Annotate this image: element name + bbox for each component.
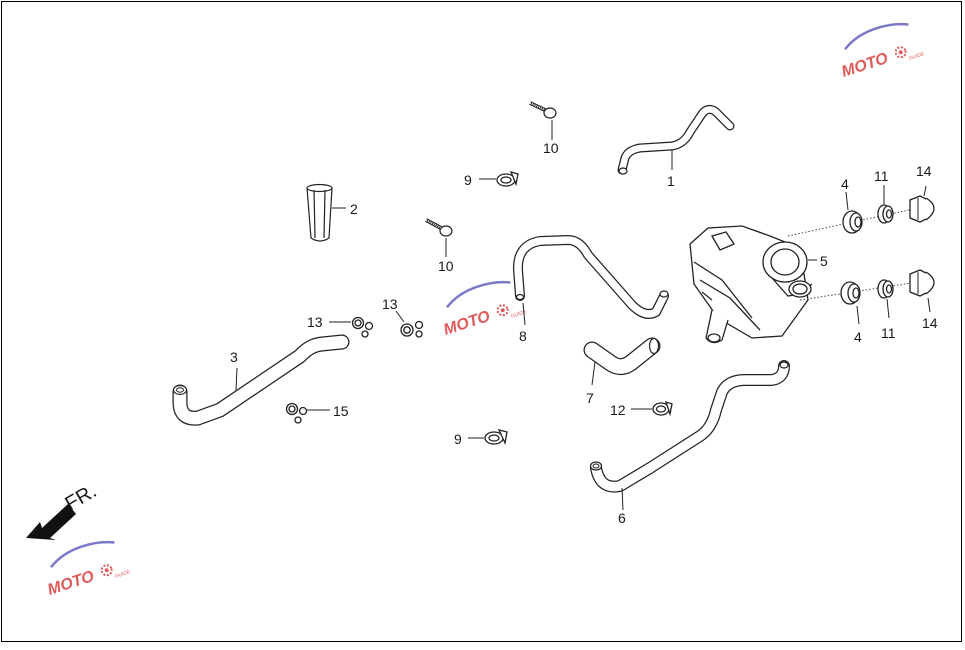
callout-4-top: 4 — [841, 176, 849, 192]
part-8-hose — [512, 235, 669, 326]
callout-6: 6 — [618, 510, 626, 526]
part-5-pump — [689, 225, 817, 344]
callout-14-bottom: 14 — [922, 315, 938, 331]
watermark-bottom-left: MOTO GUIDE — [46, 540, 132, 599]
callout-1: 1 — [667, 173, 675, 189]
part-11-washer-bottom — [877, 279, 894, 319]
part-9-clamp-bottom — [468, 429, 508, 446]
callout-15: 15 — [333, 403, 349, 419]
svg-text:MOTO: MOTO — [442, 308, 493, 339]
part-10-bolt-center — [425, 218, 453, 257]
part-4-washer-bottom — [840, 281, 861, 325]
part-2-sleeve — [306, 183, 346, 242]
callout-7: 7 — [586, 390, 594, 406]
part-3-hose — [172, 334, 350, 426]
part-12-clamp — [631, 400, 673, 417]
callout-9-bottom: 9 — [454, 431, 462, 447]
part-9-clamp-top — [479, 171, 519, 187]
part-14-capnut-top — [909, 185, 935, 223]
svg-text:MOTO: MOTO — [840, 50, 891, 81]
callout-14-top: 14 — [916, 163, 932, 179]
callout-5: 5 — [820, 253, 828, 269]
callout-11-bottom: 11 — [881, 325, 896, 341]
part-11-washer-top — [877, 185, 894, 224]
part-7-hose — [583, 337, 661, 386]
callout-3: 3 — [230, 349, 238, 365]
callout-10-center: 10 — [438, 258, 454, 274]
part-6-hose — [589, 360, 790, 511]
part-13-orings-center — [395, 310, 424, 338]
front-direction-arrow — [26, 504, 76, 540]
callout-2: 2 — [350, 201, 358, 217]
callout-9-top: 9 — [464, 172, 472, 188]
callout-8: 8 — [519, 328, 527, 344]
part-10-bolt-top — [529, 101, 557, 140]
svg-text:GUIDE: GUIDE — [510, 309, 528, 320]
part-14-capnut-bottom — [909, 269, 935, 313]
callout-13-left: 13 — [307, 314, 323, 330]
part-13-orings-left — [329, 316, 374, 338]
callout-10-top: 10 — [543, 140, 559, 156]
callout-4-bottom: 4 — [854, 329, 862, 345]
part-15-orings — [285, 402, 330, 424]
part-1-hose — [617, 104, 735, 175]
svg-text:GUIDE: GUIDE — [114, 569, 132, 580]
svg-text:MOTO: MOTO — [46, 568, 97, 599]
callout-11-top: 11 — [874, 168, 889, 184]
callout-13-center: 13 — [382, 296, 398, 312]
svg-text:GUIDE: GUIDE — [908, 51, 926, 62]
part-4-washer-top — [842, 191, 863, 234]
watermark-center: MOTO GUIDE — [442, 280, 528, 339]
callout-12: 12 — [610, 402, 626, 418]
watermark-top-right: MOTO GUIDE — [840, 22, 926, 81]
